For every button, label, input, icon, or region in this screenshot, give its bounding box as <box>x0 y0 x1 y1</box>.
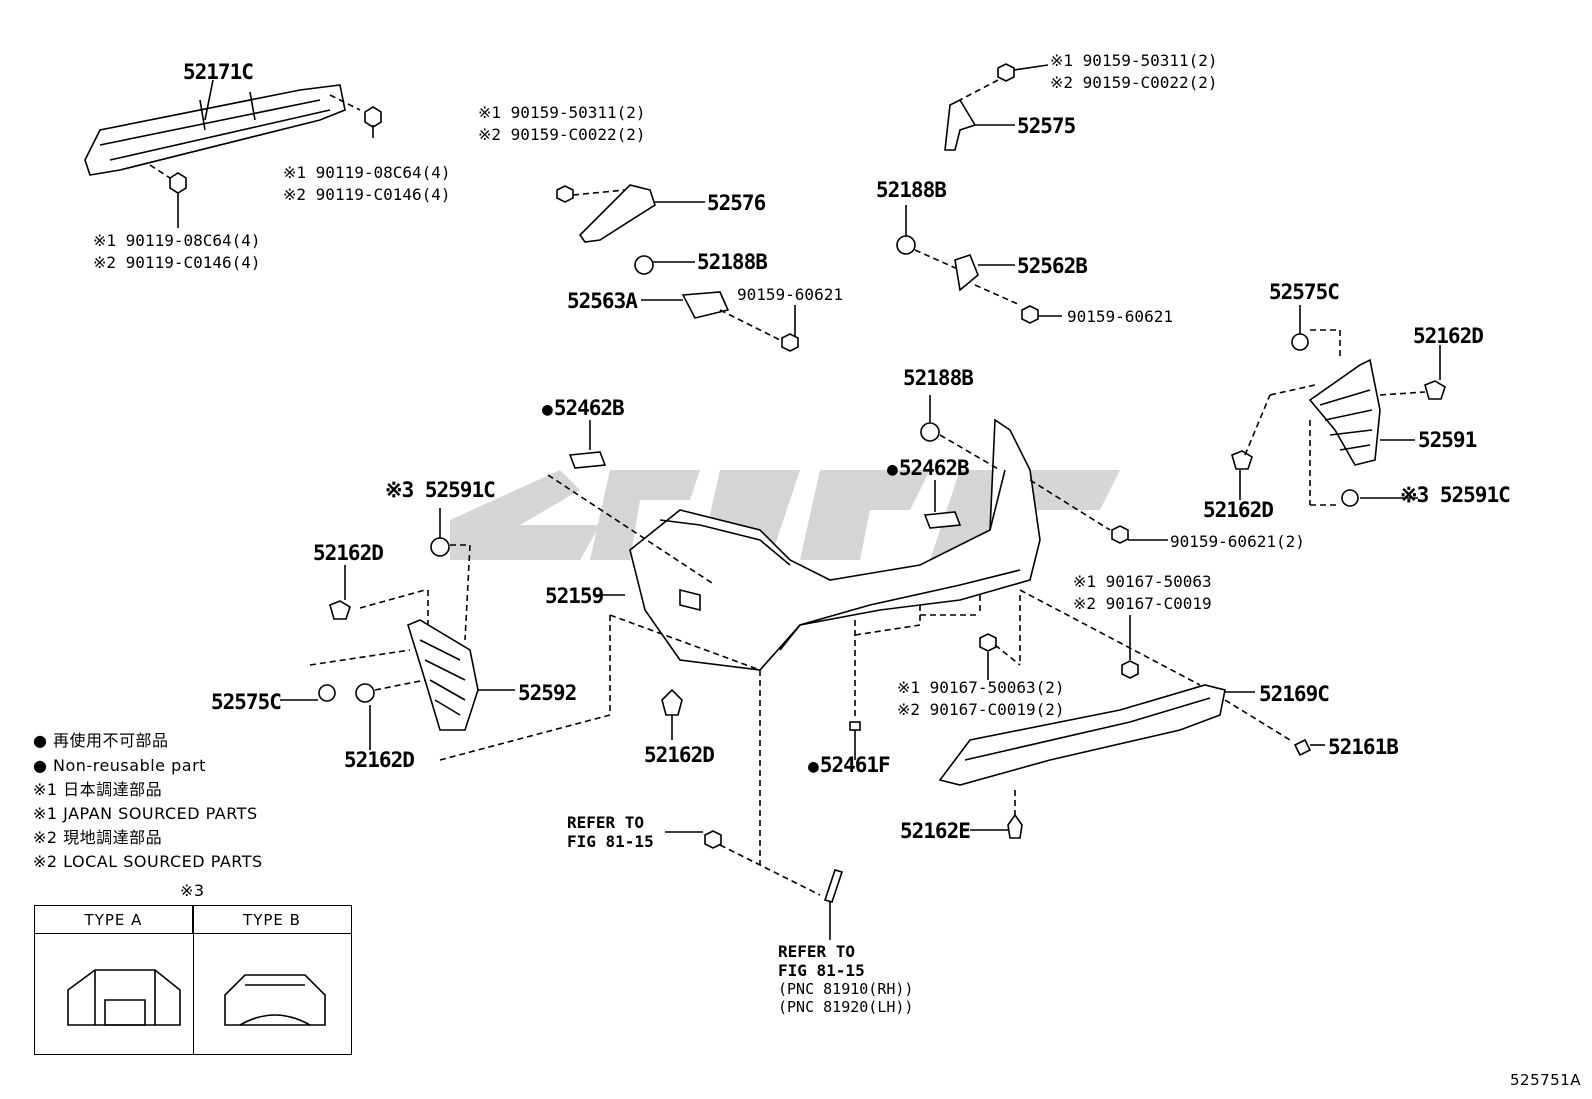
part-label-52188B-c: 52188B <box>903 366 974 390</box>
part-label-90167-a2: ※2 90167-C0019 <box>1073 594 1212 613</box>
part-52461F <box>849 595 981 760</box>
part-label-52171C: 52171C <box>183 60 254 84</box>
refer-2-line-3: (PNC 81910(RH)) <box>778 980 914 999</box>
retainer-52591 <box>1231 305 1446 507</box>
part-label-90119-b1: ※1 90119-08C64(4) <box>93 231 261 250</box>
part-label-52575C-r: 52575C <box>1269 280 1340 304</box>
part-label-90159-a2: ※2 90159-C0022(2) <box>478 125 646 144</box>
legend-item-4: ※1 JAPAN SOURCED PARTS <box>33 804 258 823</box>
lower-spoiler-52169C <box>938 589 1325 839</box>
part-label-52592: 52592 <box>518 681 577 705</box>
refer-parts <box>665 830 844 940</box>
part-label-52162D-r2: 52162D <box>1203 498 1274 522</box>
part-label-90159-60621-b: 90159-60621 <box>1067 307 1173 326</box>
part-label-52563A: 52563A <box>567 289 638 313</box>
refer-label-2: REFER TO FIG 81-15 (PNC 81910(RH)) (PNC … <box>778 942 913 1016</box>
refer-2-line-4: (PNC 81920(LH)) <box>778 998 914 1017</box>
type-b-header: TYPE B <box>193 906 351 934</box>
part-label-52462B-a: 52462B <box>542 398 625 419</box>
part-label-52162D-l1: 52162D <box>313 541 384 565</box>
part-label-52576: 52576 <box>707 191 766 215</box>
refer-2-line-1: REFER TO <box>778 942 856 961</box>
part-label-52159: 52159 <box>545 584 604 608</box>
refer-2-line-2: FIG 81-15 <box>778 961 865 981</box>
part-label-90119-b2: ※2 90119-C0146(4) <box>93 253 261 272</box>
clip-52162D-center <box>661 688 683 740</box>
part-label-90167-a1: ※1 90167-50063 <box>1073 572 1212 591</box>
part-label-52591C-l: ※3 52591C <box>385 478 496 502</box>
type-table-divider <box>193 906 194 1054</box>
part-label-52575C-l: 52575C <box>211 690 282 714</box>
figure-number: 525751A <box>1510 1071 1582 1089</box>
part-label-52575: 52575 <box>1017 114 1076 138</box>
clip-52188B <box>920 395 1168 544</box>
part-label-90167-b1: ※1 90167-50063(2) <box>897 678 1065 697</box>
part-label-52562B: 52562B <box>1017 254 1088 278</box>
legend-item-5: ※2 現地調達部品 <box>33 828 163 847</box>
type-table: TYPE A TYPE B <box>34 905 352 1055</box>
bracket-52563A <box>634 255 799 352</box>
part-label-52591C-r: ※3 52591C <box>1400 483 1511 507</box>
pad-52462B <box>547 420 962 586</box>
part-label-52462B-b: 52462B <box>887 458 970 479</box>
part-label-52162E: 52162E <box>900 819 971 843</box>
part-label-52461F: 52461F <box>808 755 891 776</box>
part-label-52161B: 52161B <box>1328 735 1399 759</box>
type-a-header: TYPE A <box>35 906 193 934</box>
refer-1-line-2: FIG 81-15 <box>567 832 654 852</box>
part-label-52188B-a: 52188B <box>697 250 768 274</box>
bracket-52575 <box>944 63 1049 151</box>
legend-item-3: ※1 日本調達部品 <box>33 780 163 799</box>
part-label-90159-60621-a: 90159-60621 <box>737 285 843 304</box>
type-table-marker: ※3 <box>180 881 205 900</box>
bracket-52576 <box>556 184 705 243</box>
refer-1-line-1: REFER TO <box>567 813 645 832</box>
retainer-52592 <box>280 508 761 865</box>
type-pictograms <box>67 969 326 1026</box>
reinforcement-52171C <box>84 79 382 228</box>
part-label-90159-a1: ※1 90159-50311(2) <box>478 103 646 122</box>
bracket-52562B <box>896 205 1062 324</box>
part-label-52162D-l2: 52162D <box>344 748 415 772</box>
part-label-52169C: 52169C <box>1259 682 1330 706</box>
part-label-90119-a2: ※2 90119-C0146(4) <box>283 185 451 204</box>
part-label-90159-60621-c: 90159-60621(2) <box>1170 532 1305 551</box>
legend-item-2: ● Non-reusable part <box>33 756 206 775</box>
part-label-90159-b2: ※2 90159-C0022(2) <box>1050 73 1218 92</box>
part-label-90159-b1: ※1 90159-50311(2) <box>1050 51 1218 70</box>
part-label-52188B-b: 52188B <box>876 178 947 202</box>
legend-item-6: ※2 LOCAL SOURCED PARTS <box>33 852 263 871</box>
refer-label-1: REFER TO FIG 81-15 <box>567 813 654 851</box>
part-label-90119-a1: ※1 90119-08C64(4) <box>283 163 451 182</box>
part-label-52162D-c: 52162D <box>644 743 715 767</box>
part-label-52162D-r1: 52162D <box>1413 324 1484 348</box>
part-label-90167-b2: ※2 90167-C0019(2) <box>897 700 1065 719</box>
part-label-52591: 52591 <box>1418 428 1477 452</box>
legend-item-1: ● 再使用不可部品 <box>33 731 169 750</box>
